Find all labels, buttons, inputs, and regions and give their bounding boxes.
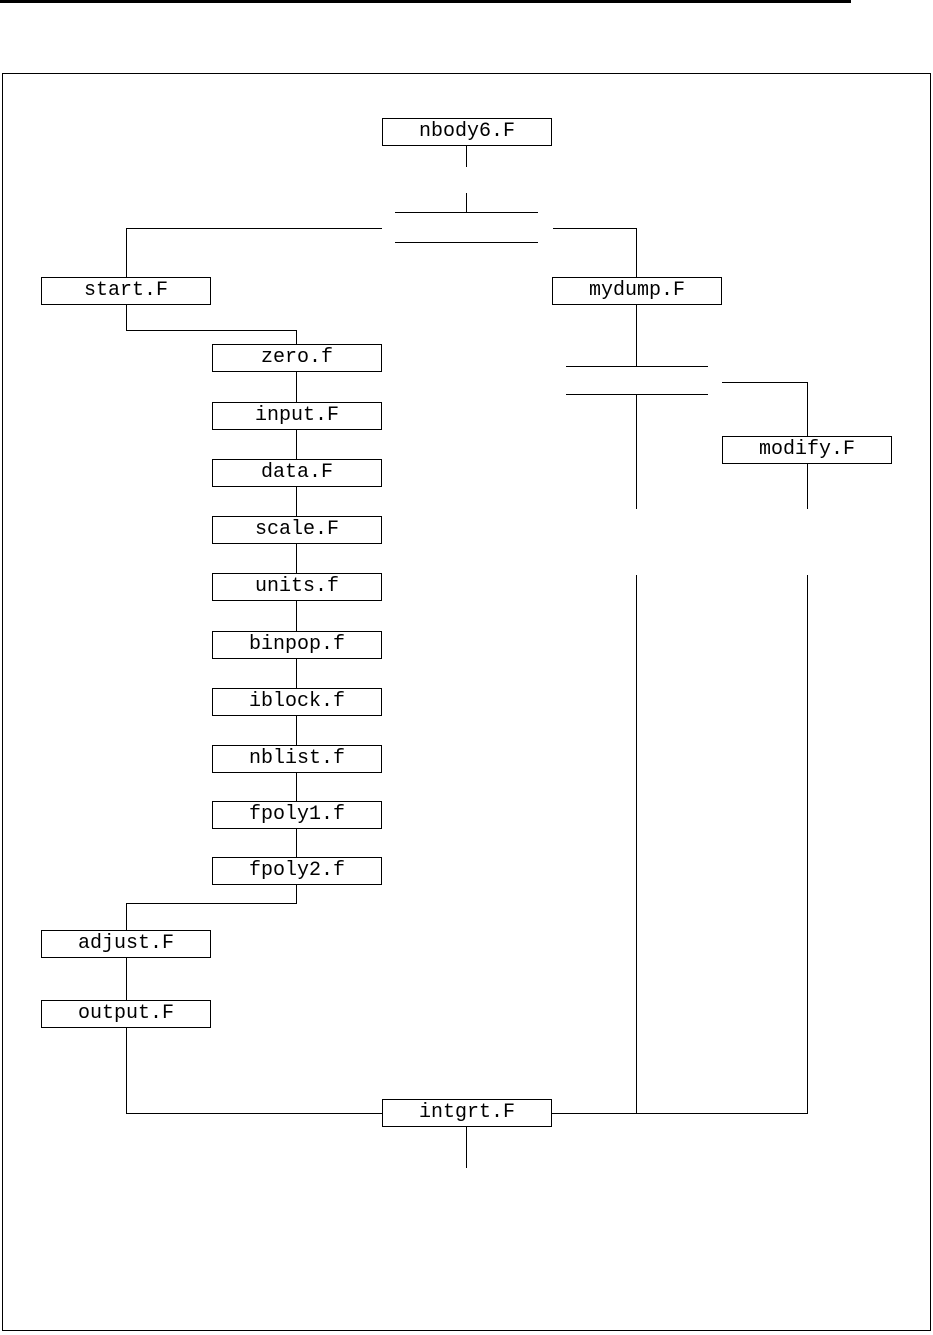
edge-modify-down-seg2 xyxy=(807,575,808,1114)
edge-into-modify xyxy=(807,382,808,436)
edge-into-zero xyxy=(296,330,297,344)
node-label-mydump: mydump.F xyxy=(588,279,685,302)
node-label-data: data.F xyxy=(260,461,333,484)
node-zero: zero.f xyxy=(212,344,382,372)
node-nbody6: nbody6.F xyxy=(382,118,552,146)
edge-mydump-down-seg3 xyxy=(636,575,637,1114)
node-label-nbody6: nbody6.F xyxy=(418,120,515,143)
edge-nbody6-down-seg1 xyxy=(466,146,467,167)
edge-bridge-mydump-upper xyxy=(566,366,708,367)
node-label-fpoly2: fpoly2.f xyxy=(248,859,345,882)
node-modify: modify.F xyxy=(722,436,892,464)
edge-bridge-top-lower xyxy=(395,242,538,243)
node-output: output.F xyxy=(41,1000,211,1028)
edge-modify-down-seg1 xyxy=(807,464,808,509)
edge-branch-left xyxy=(126,228,382,229)
edge-nbody6-down-seg2 xyxy=(466,193,467,213)
edge-data-scale xyxy=(296,487,297,516)
node-fpoly2: fpoly2.f xyxy=(212,857,382,885)
node-label-intgrt: intgrt.F xyxy=(418,1101,515,1124)
edge-adjust-output xyxy=(126,958,127,1000)
edge-binpop-iblock xyxy=(296,659,297,688)
node-start: start.F xyxy=(41,277,211,305)
edge-nblist-fpoly1 xyxy=(296,773,297,801)
edge-input-data xyxy=(296,430,297,459)
edge-bridge-mydump-lower xyxy=(566,394,708,395)
edge-fpoly2-down xyxy=(296,885,297,904)
edge-bridge-top-upper xyxy=(395,212,538,213)
node-label-input: input.F xyxy=(254,404,339,427)
edge-start-down xyxy=(126,305,127,331)
node-label-modify: modify.F xyxy=(758,438,855,461)
node-label-start: start.F xyxy=(83,279,168,302)
edge-zero-input xyxy=(296,372,297,402)
edge-branch-right xyxy=(553,228,637,229)
edge-to-modify-h xyxy=(722,382,808,383)
edge-fpoly2-adjust-h xyxy=(126,903,297,904)
figure-frame xyxy=(2,73,931,1331)
node-scale: scale.F xyxy=(212,516,382,544)
node-mydump: mydump.F xyxy=(552,277,722,305)
node-fpoly1: fpoly1.f xyxy=(212,801,382,829)
edge-iblock-nblist xyxy=(296,716,297,745)
node-units: units.f xyxy=(212,573,382,601)
edge-fpoly1-fpoly2 xyxy=(296,829,297,857)
edge-mydump-down xyxy=(636,305,637,366)
edge-start-zero-h xyxy=(126,330,297,331)
page-header-rule xyxy=(0,0,851,3)
edge-intgrt-right xyxy=(552,1113,808,1114)
node-binpop: binpop.f xyxy=(212,631,382,659)
edge-intgrt-out xyxy=(466,1127,467,1168)
edge-into-start xyxy=(126,228,127,277)
node-label-adjust: adjust.F xyxy=(77,932,174,955)
node-nblist: nblist.f xyxy=(212,745,382,773)
node-intgrt: intgrt.F xyxy=(382,1099,552,1127)
edge-output-down xyxy=(126,1028,127,1114)
node-label-binpop: binpop.f xyxy=(248,633,345,656)
node-label-output: output.F xyxy=(77,1002,174,1025)
edge-mydump-down-seg2 xyxy=(636,394,637,509)
edge-into-intgrt-left xyxy=(126,1113,382,1114)
edge-scale-units xyxy=(296,544,297,573)
node-label-iblock: iblock.f xyxy=(248,690,345,713)
node-input: input.F xyxy=(212,402,382,430)
edge-into-adjust xyxy=(126,903,127,930)
node-label-units: units.f xyxy=(254,575,339,598)
node-iblock: iblock.f xyxy=(212,688,382,716)
node-label-scale: scale.F xyxy=(254,518,339,541)
node-label-fpoly1: fpoly1.f xyxy=(248,803,345,826)
node-data: data.F xyxy=(212,459,382,487)
edge-units-binpop xyxy=(296,601,297,631)
node-label-nblist: nblist.f xyxy=(248,747,345,770)
node-label-zero: zero.f xyxy=(260,346,333,369)
edge-into-mydump xyxy=(636,228,637,277)
node-adjust: adjust.F xyxy=(41,930,211,958)
